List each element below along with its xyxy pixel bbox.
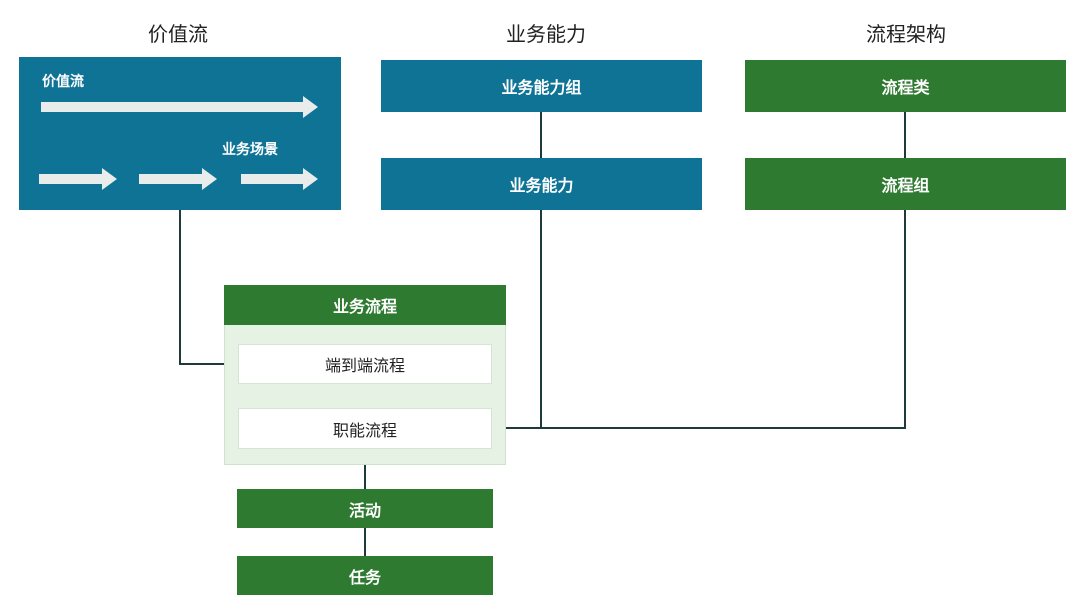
value-stream-label: 价值流 [42, 74, 84, 90]
business-process-header: 业务流程 [224, 285, 506, 325]
process-group-box: 流程组 [745, 158, 1066, 210]
business-scenario-label: 业务场景 [222, 142, 278, 158]
connector-group-to-functional [492, 210, 906, 429]
value-stream-long-arrow-icon [41, 96, 318, 118]
connector-value-stream-to-e2e [179, 210, 238, 365]
process-architecture-column-title: 流程架构 [866, 22, 946, 46]
scenario-arrow-3-icon [241, 168, 318, 190]
scenario-arrow-2-icon [139, 168, 217, 190]
end-to-end-process-box: 端到端流程 [238, 344, 492, 384]
value-stream-column-title: 价值流 [148, 22, 208, 46]
capability-box: 业务能力 [381, 158, 702, 210]
process-category-box: 流程类 [745, 60, 1066, 112]
value-stream-box [19, 57, 341, 210]
task-box: 任务 [237, 556, 493, 595]
activity-box: 活动 [237, 489, 493, 528]
scenario-arrow-1-icon [39, 168, 117, 190]
capability-column-title: 业务能力 [506, 22, 586, 46]
functional-process-box: 职能流程 [238, 408, 492, 449]
capability-group-box: 业务能力组 [381, 60, 702, 112]
